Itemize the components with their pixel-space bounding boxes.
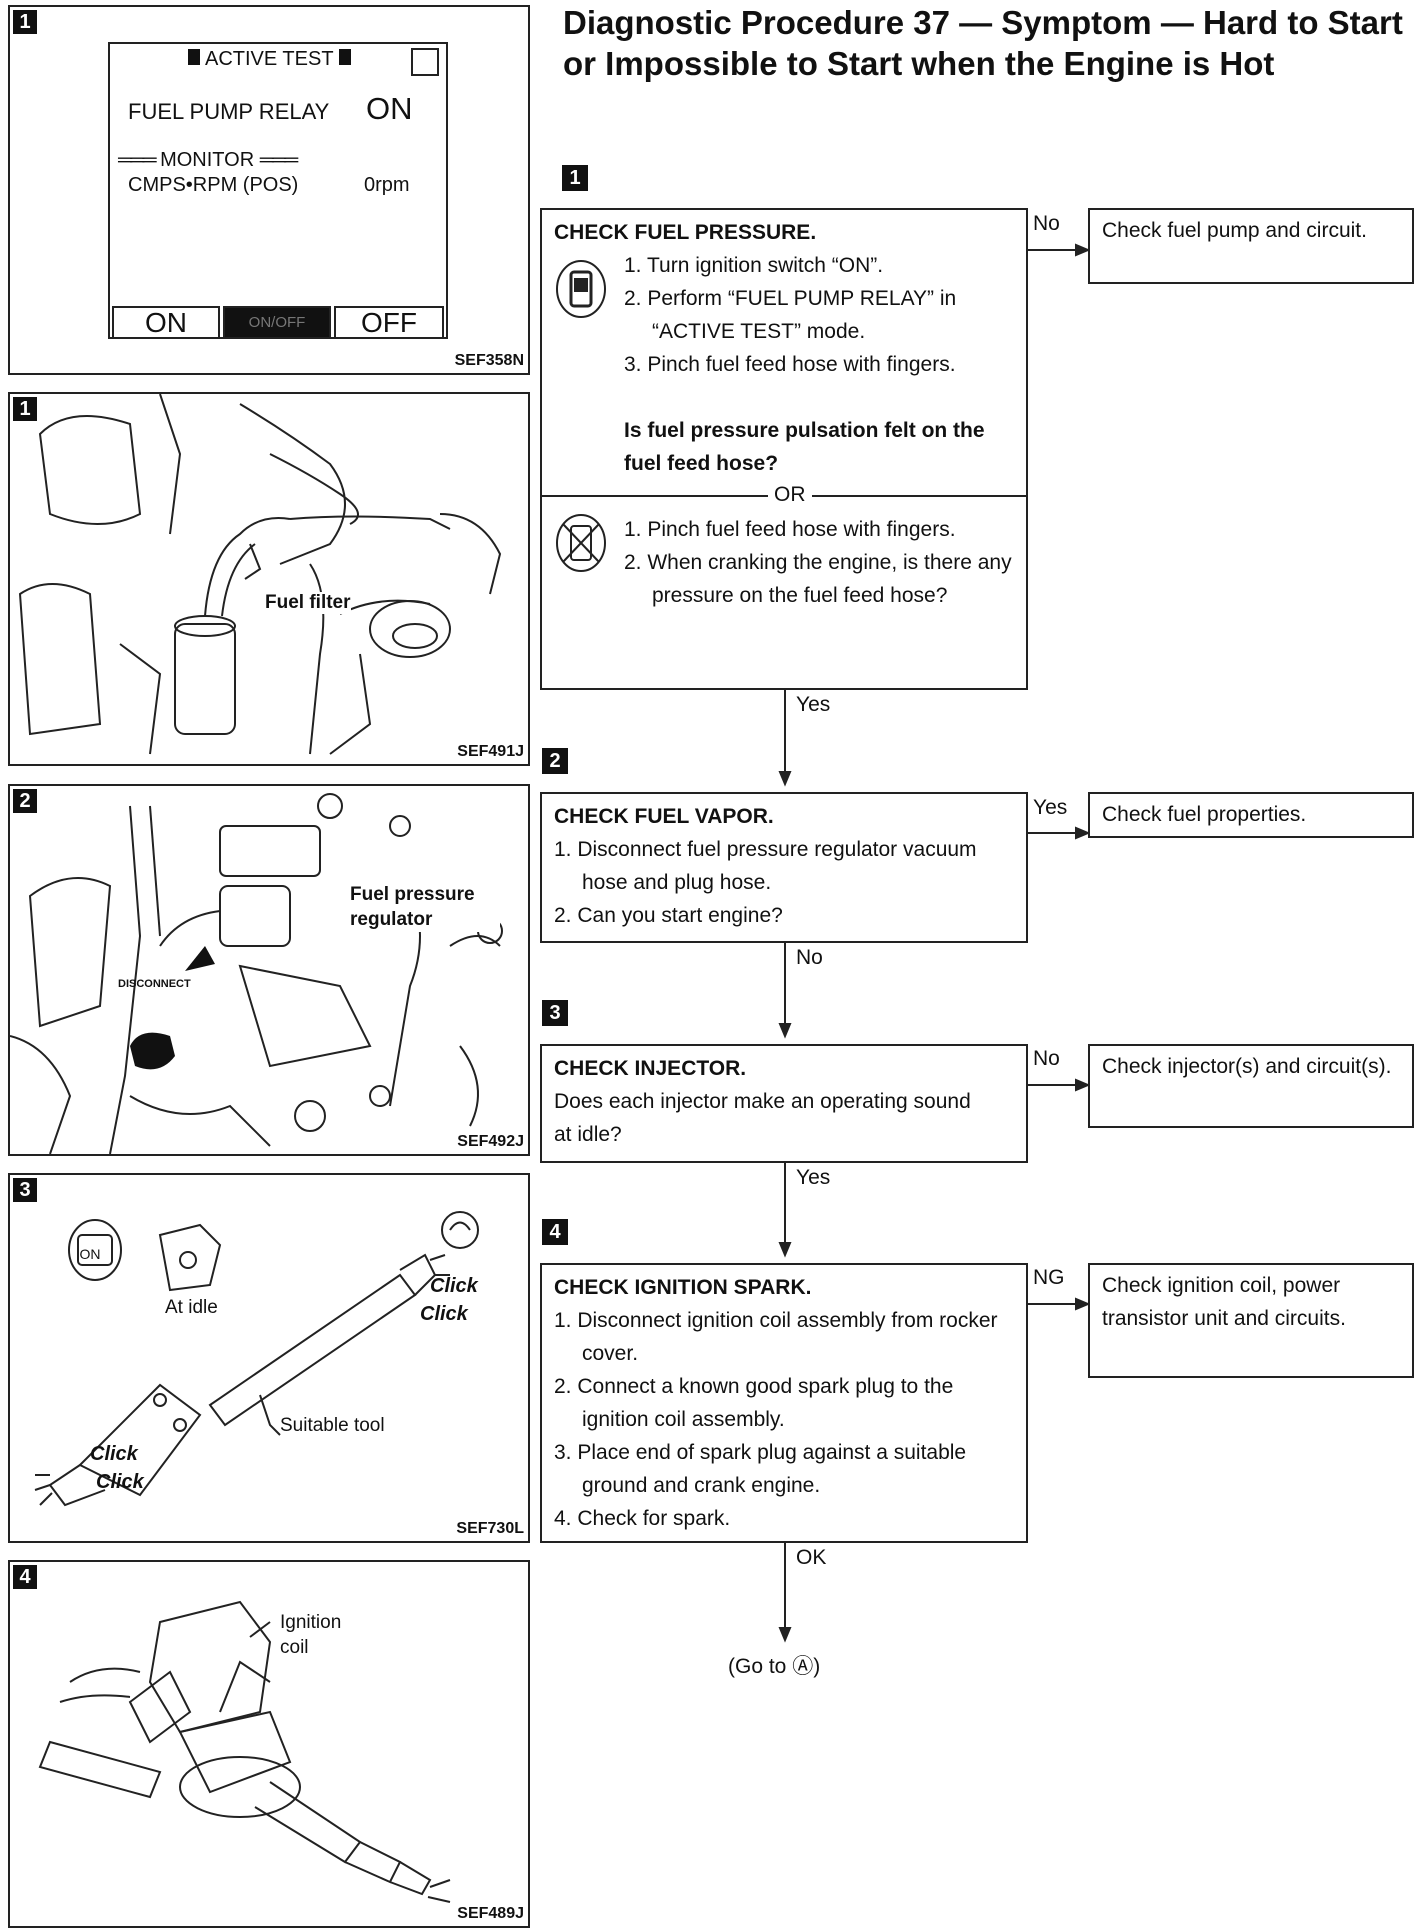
step-question: Is fuel pressure pulsation felt on the f… — [624, 419, 985, 475]
figure-ref-code: SEF492J — [457, 1133, 524, 1150]
screen-item-value: ON — [366, 91, 413, 126]
figure-label: Suitable tool — [280, 1415, 385, 1436]
step-2-box: CHECK FUEL VAPOR. 1. Disconnect fuel pre… — [540, 792, 1028, 943]
figure-step-badge: 2 — [13, 789, 37, 813]
screen-button-on: ON — [112, 306, 220, 339]
screen-item-label: FUEL PUMP RELAY — [128, 99, 330, 124]
branch-label: Yes — [796, 1166, 831, 1189]
result-box: Check fuel properties. — [1088, 792, 1414, 838]
injector-illustration: ON — [34, 1211, 479, 1507]
figure-label: Click — [430, 1275, 478, 1297]
step-number-badge: 2 — [542, 748, 568, 774]
screen-button-on-off: ON/OFF — [223, 306, 331, 339]
goto-label: (Go to Ⓐ) — [728, 1655, 821, 1678]
step-instructions-b: 1. Pinch fuel feed hose with fingers. 2.… — [624, 513, 1012, 612]
instruction-item: 2. Connect a known good spark plug to th… — [554, 1375, 954, 1431]
figure-injector-sound-check: 3 ON At idle Suitable tool Click Click C… — [8, 1173, 530, 1543]
result-box: Check injector(s) and circuit(s). — [1088, 1044, 1414, 1128]
screen-checkbox — [411, 48, 439, 76]
figure-label: DISCONNECT — [118, 978, 191, 990]
instruction-item: 1. Disconnect ignition coil assembly fro… — [554, 1309, 998, 1365]
figure-step-badge: 1 — [13, 10, 37, 34]
step-1-box: CHECK FUEL PRESSURE. 1. Turn ignition sw… — [540, 208, 1028, 690]
marker-icon — [338, 49, 351, 65]
figure-label: Click — [96, 1471, 144, 1493]
branch-label: Yes — [1033, 796, 1068, 819]
consult-screen: ACTIVE TEST FUEL PUMP RELAY ON ═══ MONIT… — [108, 42, 448, 339]
regulator-illustration — [10, 793, 503, 1154]
figure-label: Click — [420, 1303, 468, 1325]
step-text: Does each injector make an operating sou… — [554, 1090, 971, 1146]
instruction-item: 1. Pinch fuel feed hose with fingers. — [624, 518, 956, 541]
figure-consult-active-test: 1 ACTIVE TEST FUEL PUMP RELAY ON ═══ MON… — [8, 5, 530, 375]
figure-step-badge: 3 — [13, 1178, 37, 1202]
or-label: OR — [768, 478, 812, 511]
figure-step-badge: 4 — [13, 1565, 37, 1589]
step-instructions: 1. Disconnect ignition coil assembly fro… — [554, 1304, 1014, 1535]
figure-ref-code: SEF491J — [457, 743, 524, 760]
instruction-item: 2. Perform “FUEL PUMP RELAY” in “ACTIVE … — [624, 287, 957, 343]
branch-label: NG — [1033, 1266, 1065, 1289]
instruction-item: 1. Turn ignition switch “ON”. — [624, 254, 884, 277]
instruction-item: 4. Check for spark. — [554, 1507, 731, 1530]
branch-label: No — [1033, 212, 1060, 235]
step-heading: CHECK INJECTOR. — [554, 1057, 747, 1080]
figure-label: Fuel filter — [265, 592, 351, 614]
step-number-badge: 4 — [542, 1219, 568, 1245]
figure-label: At idle — [165, 1297, 218, 1318]
instruction-item: 3. Place end of spark plug against a sui… — [554, 1441, 967, 1497]
step-heading: CHECK FUEL VAPOR. — [554, 805, 774, 828]
step-number-badge: 3 — [542, 1000, 568, 1026]
consult-tool-icon — [556, 260, 606, 318]
no-consult-icon — [556, 514, 606, 572]
figure-ref-code: SEF730L — [456, 1520, 524, 1537]
instruction-item: 1. Disconnect fuel pressure regulator va… — [554, 838, 977, 894]
result-box: Check ignition coil, power transistor un… — [1088, 1263, 1414, 1378]
instruction-item: 3. Pinch fuel feed hose with fingers. — [624, 353, 956, 376]
figure-ref-code: SEF489J — [457, 1905, 524, 1922]
screen-monitor-label: MONITOR — [160, 149, 255, 171]
step-heading: CHECK IGNITION SPARK. — [554, 1276, 812, 1299]
result-box: Check fuel pump and circuit. — [1088, 208, 1414, 284]
branch-label: Yes — [796, 693, 831, 716]
screen-monitor-value: 0rpm — [364, 174, 410, 196]
instruction-item: 2. Can you start engine? — [554, 904, 783, 927]
step-heading: CHECK FUEL PRESSURE. — [554, 221, 817, 244]
branch-label: No — [1033, 1047, 1060, 1070]
branch-label: OK — [796, 1546, 827, 1569]
step-instructions: 1. Disconnect fuel pressure regulator va… — [554, 833, 1014, 932]
page-title: Diagnostic Procedure 37 — Symptom — Hard… — [563, 4, 1403, 82]
screen-monitor-item: CMPS•RPM (POS) — [128, 174, 299, 196]
figure-label: Fuel pressure regulator — [350, 882, 500, 932]
step-number-badge: 1 — [562, 165, 588, 191]
screen-header: ACTIVE TEST — [205, 48, 334, 70]
figure-fuel-filter: 1 Fuel filter SEF491J — [8, 392, 530, 766]
figure-label: Click — [90, 1443, 138, 1465]
screen-button-off: OFF — [334, 306, 444, 339]
step-4-box: CHECK IGNITION SPARK. 1. Disconnect igni… — [540, 1263, 1028, 1543]
figure-fuel-pressure-regulator: 2 Fuel pressure regulator DISCONNECT SEF… — [8, 784, 530, 1156]
step-3-box: CHECK INJECTOR. Does each injector make … — [540, 1044, 1028, 1163]
svg-text:ON: ON — [80, 1246, 101, 1262]
step-instructions-a: 1. Turn ignition switch “ON”. 2. Perform… — [624, 249, 1012, 381]
instruction-item: 2. When cranking the engine, is there an… — [624, 551, 1012, 607]
branch-label: No — [796, 946, 823, 969]
figure-label: Ignition coil — [280, 1612, 342, 1658]
figure-step-badge: 1 — [13, 397, 37, 421]
marker-icon — [188, 49, 200, 65]
figure-ignition-coil: 4 Ignition coil SEF489J — [8, 1560, 530, 1928]
ignition-coil-illustration — [38, 1600, 451, 1903]
figure-ref-code: SEF358N — [454, 352, 524, 369]
